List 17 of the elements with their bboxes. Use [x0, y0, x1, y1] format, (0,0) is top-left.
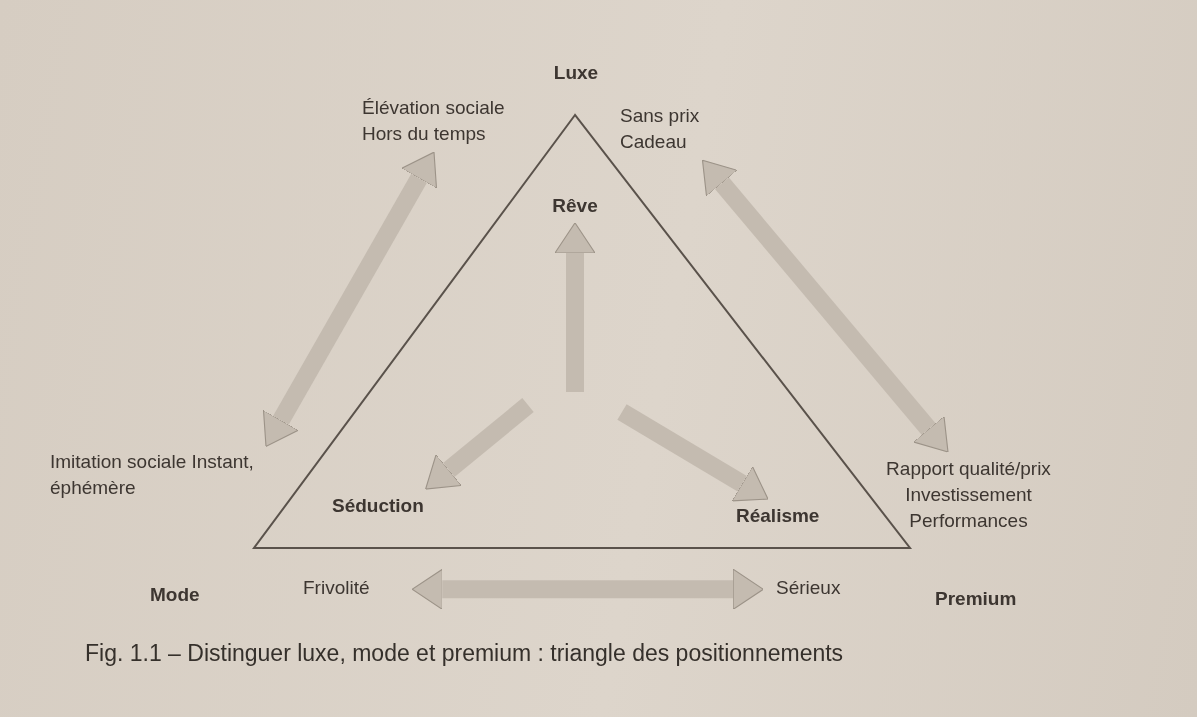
attribute-text: Imitation sociale Instant, éphémère: [50, 449, 290, 501]
block-arrow: [702, 159, 949, 453]
corner-label: Mode: [150, 582, 230, 608]
attribute-text: Frivolité: [303, 575, 398, 601]
attribute-text: Rapport qualité/prix Investissement Performances: [866, 456, 1071, 534]
pole-label: Séduction: [332, 493, 462, 519]
corner-label: Luxe: [548, 60, 604, 86]
block-arrow: [617, 404, 769, 500]
corner-label: Premium: [935, 586, 1045, 612]
pole-label: Rêve: [550, 193, 600, 219]
pole-label: Réalisme: [736, 503, 836, 529]
block-arrow: [265, 151, 435, 447]
figure-caption: Fig. 1.1 – Distinguer luxe, mode et premium : triangle des positionnements: [85, 639, 844, 668]
block-arrow: [425, 398, 534, 490]
attribute-text: Sérieux: [776, 575, 861, 601]
attribute-text: Sans prix Cadeau: [620, 103, 730, 155]
attribute-text: Élévation sociale Hors du temps: [362, 95, 542, 147]
